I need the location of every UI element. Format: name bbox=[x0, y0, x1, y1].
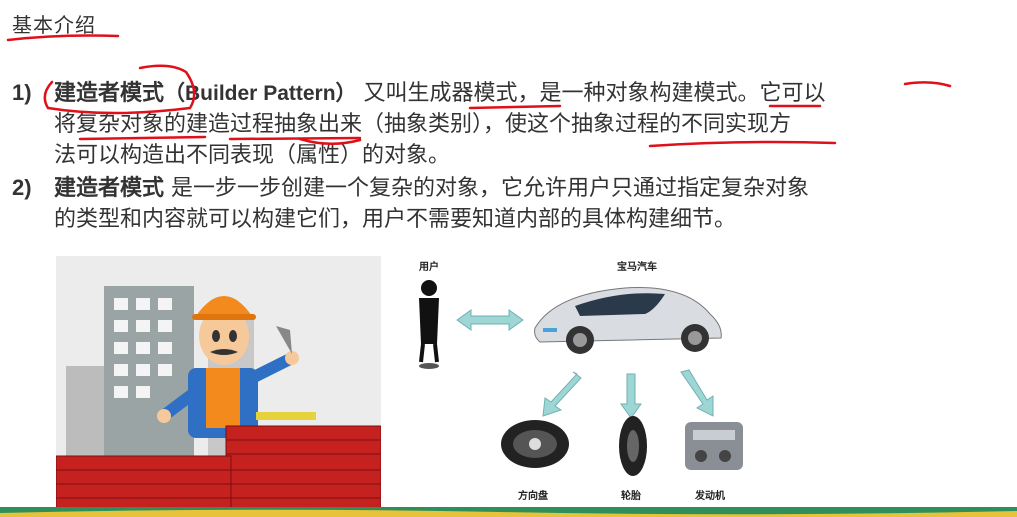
point-1-english: （Builder Pattern） bbox=[164, 82, 357, 105]
point-2-line1: 是一步一步创建一个复杂的对象，它允许用户只通过指定复杂对象 bbox=[171, 176, 810, 201]
brick-wall bbox=[56, 425, 381, 510]
builder-illustration bbox=[56, 256, 381, 510]
car-icon bbox=[534, 287, 722, 354]
point-1: 1) 建造者模式（Builder Pattern） 又叫生成器模式，是一种对象构建… bbox=[12, 77, 826, 171]
builder-worker bbox=[157, 296, 299, 438]
label-tire: 轮胎 bbox=[621, 491, 641, 502]
point-2-term: 建造者模式 bbox=[54, 176, 165, 201]
engine-icon bbox=[685, 422, 743, 470]
builder-diagram: 用户 宝马汽车 方向盘 轮胎 发动机 bbox=[405, 254, 785, 512]
spirit-level bbox=[256, 412, 316, 420]
point-2-line2: 的类型和内容就可以构建它们，用户不需要知道内部的具体构建细节。 bbox=[54, 207, 737, 232]
label-engine: 发动机 bbox=[695, 491, 725, 502]
point-1-number: 1) bbox=[12, 80, 32, 105]
mark-keyi bbox=[903, 81, 952, 88]
point-2: 2) 建造者模式 是一步一步创建一个复杂的对象，它允许用户只通过指定复杂对象 的类… bbox=[12, 172, 809, 235]
point-2-number: 2) bbox=[12, 175, 32, 200]
point-1-term: 建造者模式 bbox=[54, 81, 165, 106]
point-1-line1: 又叫生成器模式，是一种对象构建模式。它可以 bbox=[363, 81, 826, 106]
label-steering-wheel: 方向盘 bbox=[518, 491, 548, 502]
tire-icon bbox=[619, 416, 647, 476]
point-1-line3: 法可以构造出不同表现（属性）的对象。 bbox=[54, 143, 451, 168]
decorative-footer-stripe bbox=[0, 507, 1017, 517]
down-arrows-icon bbox=[542, 369, 714, 419]
point-1-line2: 将复杂对象的建造过程抽象出来（抽象类别），使这个抽象过程的不同实现方 bbox=[54, 112, 792, 137]
user-figure bbox=[419, 280, 439, 369]
label-user: 用户 bbox=[419, 262, 439, 273]
double-arrow-icon bbox=[456, 309, 524, 331]
label-car: 宝马汽车 bbox=[617, 262, 657, 273]
section-title: 基本介绍 bbox=[12, 13, 96, 37]
steering-wheel-icon bbox=[501, 420, 569, 468]
